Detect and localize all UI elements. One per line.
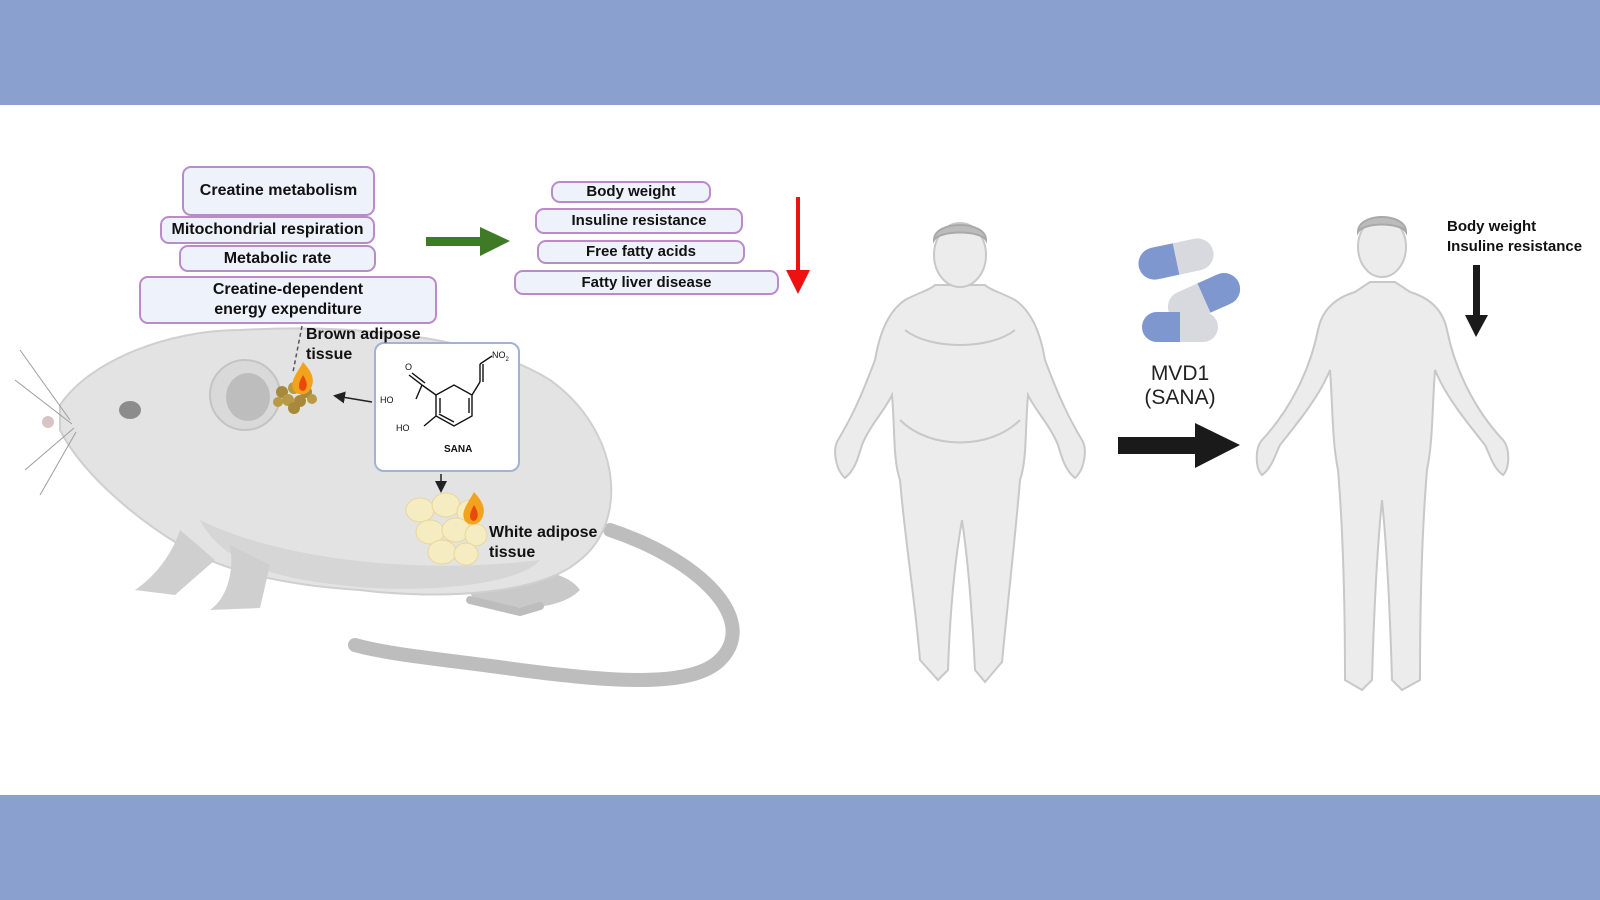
sana-structure-box: NO2 O HO HO SANA — [374, 342, 520, 472]
red-down-arrow — [786, 197, 810, 294]
sana-molecule: NO2 O HO HO SANA — [380, 350, 510, 455]
arrow-to-bat — [333, 391, 373, 404]
capsule-icon — [1142, 312, 1218, 342]
no2-label: NO2 — [492, 350, 510, 363]
effect-body-weight: Body weight — [1447, 218, 1537, 235]
outcome-fatty-liver-disease: Fatty liver disease — [514, 270, 779, 295]
metabolic-rate-box: Metabolic rate — [179, 245, 376, 272]
top-banner — [0, 0, 1600, 105]
obese-human-figure — [834, 222, 1086, 684]
bottom-banner — [0, 795, 1600, 900]
bat-leader-line — [292, 325, 303, 373]
drug-name: MVD1 — [1150, 362, 1210, 385]
capsule-icon — [1167, 273, 1241, 323]
outcome-free-fatty-acids: Free fatty acids — [537, 240, 745, 264]
brown-adipose-label: Brown adipose tissue — [306, 326, 421, 363]
capsule-icon — [1138, 238, 1214, 280]
lean-human-figure — [1255, 216, 1510, 692]
outcome-insuline-resistance: Insuline resistance — [535, 208, 743, 234]
oxygen-label: O — [405, 362, 412, 372]
mitochondrial-respiration-box: Mitochondrial respiration — [160, 216, 375, 244]
drug-compound: (SANA) — [1144, 386, 1216, 409]
white-adipose-label: White adipose tissue — [489, 524, 598, 561]
acid-hydroxyl-label: HO — [380, 395, 394, 405]
sana-name: SANA — [444, 444, 472, 455]
green-arrow — [426, 227, 510, 256]
creatine-metabolism-box: Creatine metabolism — [182, 166, 375, 216]
effect-insuline-resistance: Insuline resistance — [1447, 238, 1583, 255]
creatine-energy-box: Creatine-dependent energy expenditure — [139, 276, 437, 324]
flame-icon — [463, 492, 484, 525]
phenol-hydroxyl-label: HO — [396, 423, 410, 433]
outcome-body-weight: Body weight — [551, 181, 711, 203]
down-arrow — [1465, 265, 1488, 337]
flame-icon — [292, 362, 313, 395]
black-arrow — [1118, 423, 1240, 468]
